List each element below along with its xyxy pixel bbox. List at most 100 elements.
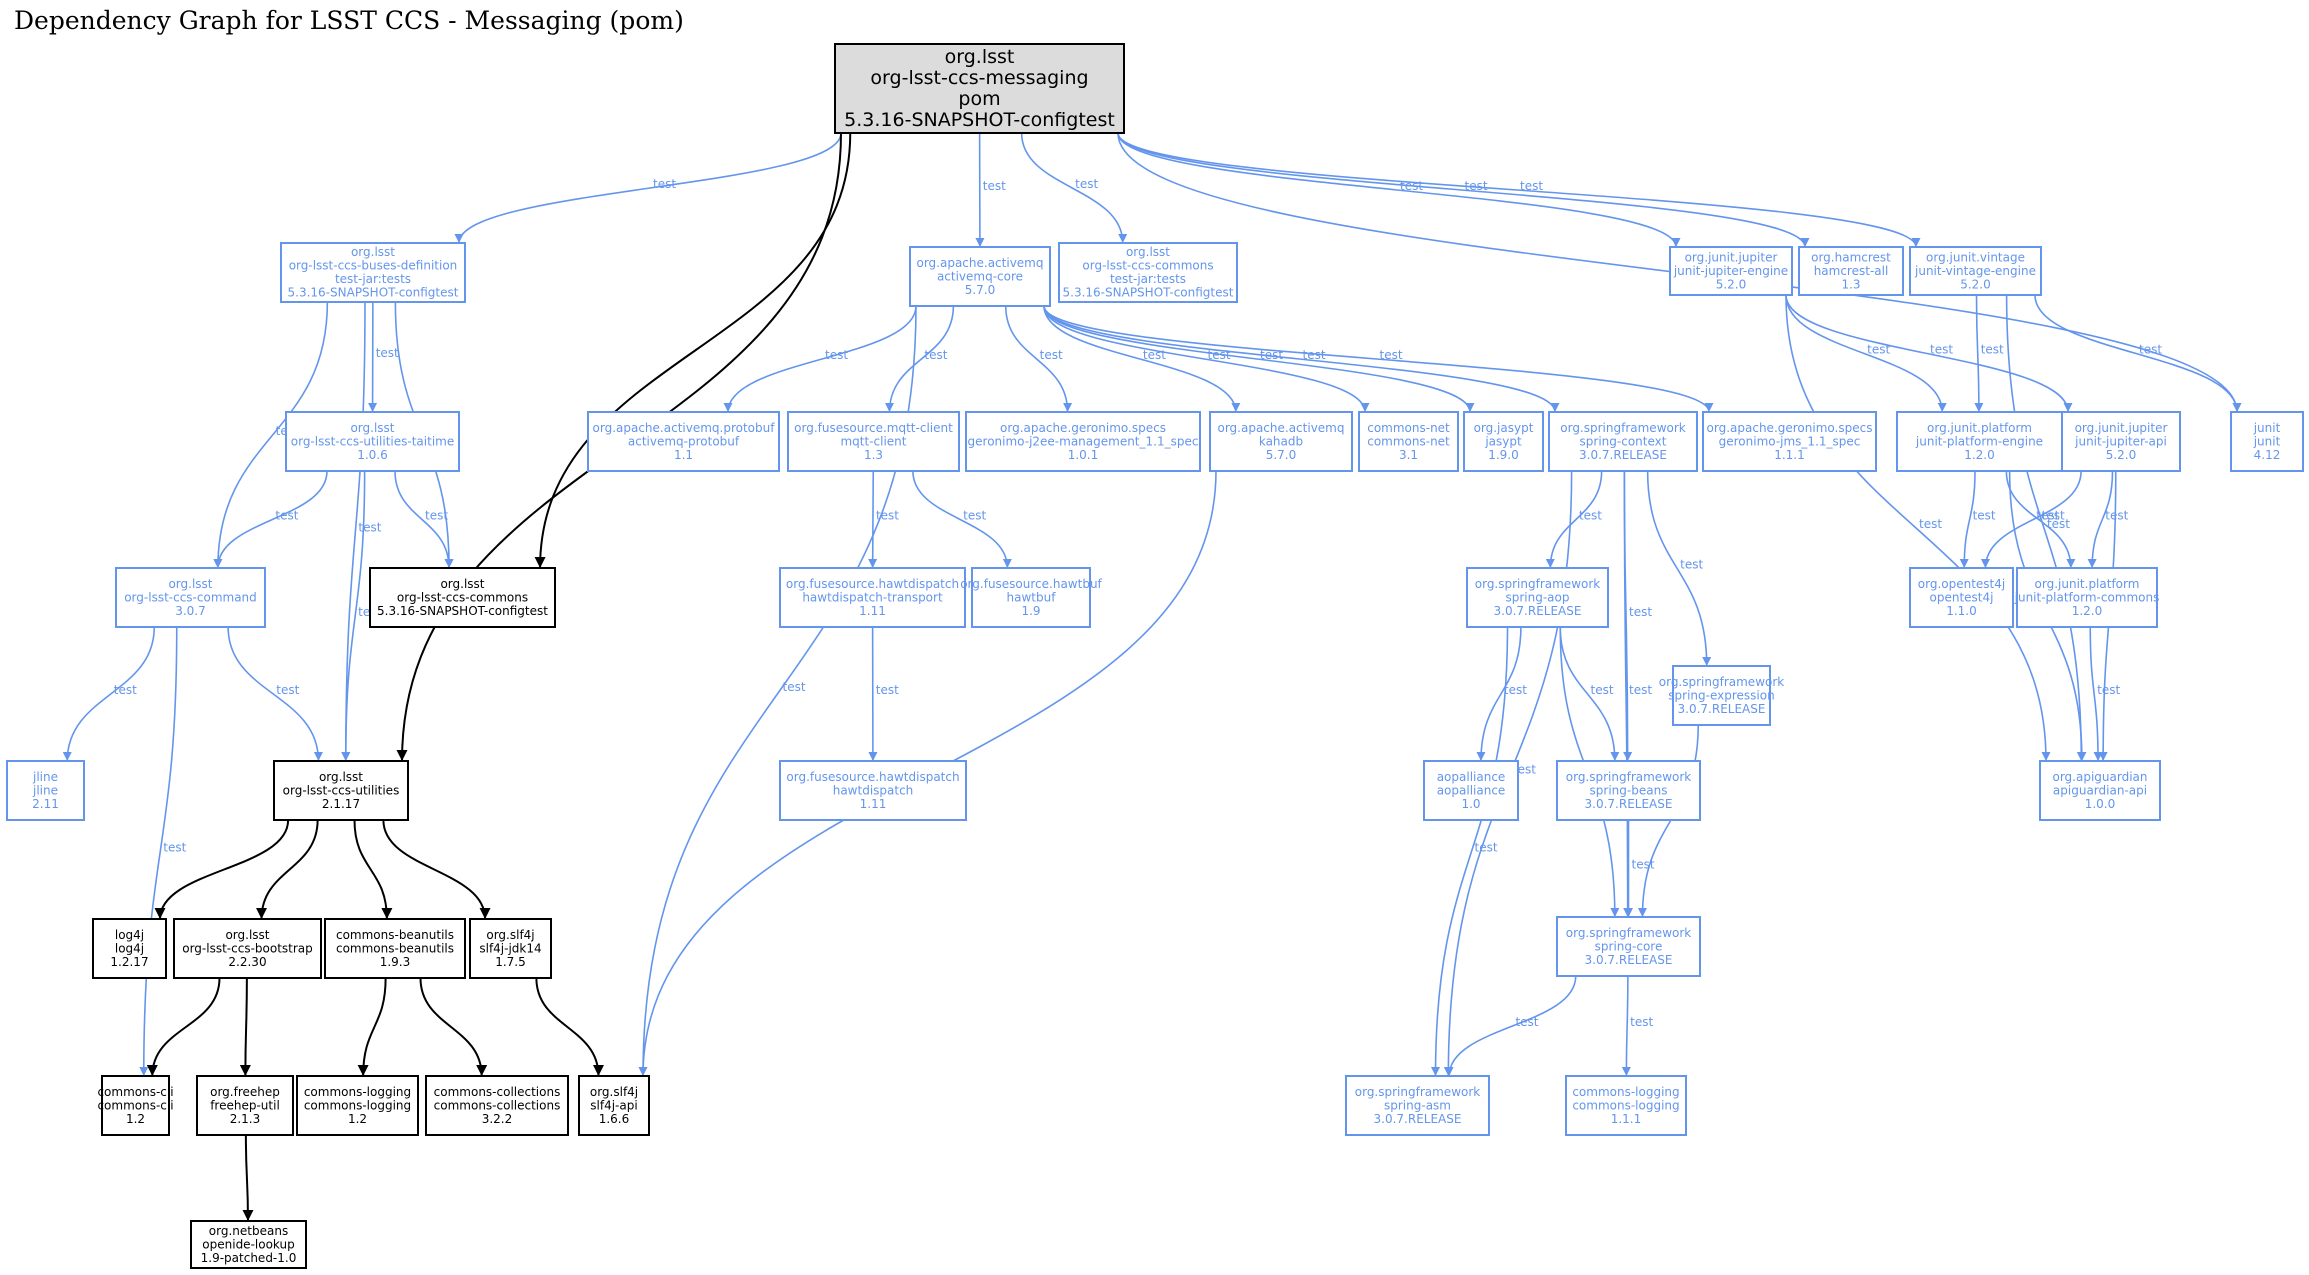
node-label-line: 5.7.0	[1266, 448, 1297, 462]
node-box	[273, 760, 409, 821]
edge-jupapi-to-opentest: test	[1980, 470, 2082, 569]
edge-bootstrap-to-freehep	[239, 977, 251, 1077]
node-vintage[interactable]: org.junit.vintagejunit-vintage-engine5.2…	[1909, 246, 2042, 296]
node-label-line: freehep-util	[210, 1098, 280, 1112]
node-sexpr[interactable]: org.springframeworkspring-expression3.0.…	[1659, 665, 1785, 726]
node-protobuf[interactable]: org.apache.activemq.protobufactivemq-pro…	[587, 411, 780, 472]
edge-label: test	[1680, 558, 1703, 572]
edge-label: test	[376, 346, 399, 360]
node-score[interactable]: org.springframeworkspring-core3.0.7.RELE…	[1556, 916, 1701, 977]
node-commonstests[interactable]: org.lsstorg-lsst-ccs-commonstest-jar:tes…	[1058, 242, 1238, 303]
node-label-line: org.fusesource.hawtdispatch	[786, 577, 959, 591]
edge-label: test	[2105, 509, 2128, 523]
node-label-line: org.springframework	[1355, 1085, 1481, 1099]
node-buses[interactable]: org.lsstorg-lsst-ccs-buses-definitiontes…	[280, 242, 466, 303]
node-hawtdispatch[interactable]: org.fusesource.hawtdispatchhawtdispatch1…	[779, 760, 967, 821]
node-label-line: 3.0.7.RELEASE	[1678, 702, 1766, 716]
node-jupengine[interactable]: org.junit.jupiterjunit-jupiter-engine5.2…	[1669, 246, 1793, 296]
node-label-line: org.junit.jupiter	[2075, 421, 2168, 435]
edge-label: test	[2139, 343, 2162, 357]
node-jms[interactable]: org.apache.geronimo.specsgeronimo-jms_1.…	[1702, 411, 1877, 472]
edge-line	[1004, 305, 1073, 413]
edge-sctx-to-sbeans: test	[1623, 470, 1652, 762]
edge-line	[213, 301, 329, 569]
edge-amqcore-to-jms: test	[1043, 305, 1714, 413]
node-pcommons[interactable]: org.junit.platformjunit-platform-commons…	[2014, 567, 2160, 628]
node-label-line: commons-net	[1367, 421, 1450, 435]
node-saop[interactable]: org.springframeworkspring-aop3.0.7.RELEA…	[1466, 567, 1609, 628]
node-label-line: org.hamcrest	[1811, 250, 1891, 264]
node-label-line: junit	[2253, 421, 2281, 435]
edge-root-to-amqcore: test	[975, 132, 1006, 248]
node-ccoll[interactable]: commons-collectionscommons-collections3.…	[425, 1075, 569, 1136]
edge-label: test	[1973, 509, 1996, 523]
edge-saop-to-aopalliance: test	[1476, 626, 1527, 762]
node-label-line: org.junit.vintage	[1926, 250, 2025, 264]
node-sasm[interactable]: org.springframeworkspring-asm3.0.7.RELEA…	[1345, 1075, 1490, 1136]
node-label-line: junit-vintage-engine	[1914, 264, 2036, 278]
edge-line	[1785, 294, 1947, 413]
node-pengine[interactable]: org.junit.platformjunit-platform-engine1…	[1896, 411, 2063, 472]
node-label-line: org.fusesource.mqtt-client	[794, 421, 953, 435]
node-root[interactable]: org.lsstorg-lsst-ccs-messagingpom5.3.16-…	[834, 43, 1125, 134]
edge-taitime-to-command: test	[213, 470, 328, 569]
edge-label: test	[963, 509, 986, 523]
node-label-line: org.lsst	[168, 577, 212, 591]
node-label-line: jline	[32, 783, 58, 797]
edge-line	[1117, 132, 1921, 248]
edge-taitime-to-commons: test	[394, 470, 454, 569]
node-label-line: org.apache.activemq.protobuf	[593, 421, 776, 435]
node-label-line: org.springframework	[1475, 577, 1601, 591]
edge-label: test	[114, 683, 137, 697]
node-label-line: opentest4j	[1930, 590, 1994, 604]
node-sctx[interactable]: org.springframeworkspring-context3.0.7.R…	[1548, 411, 1698, 472]
node-box	[115, 567, 266, 628]
node-sbeans[interactable]: org.springframeworkspring-beans3.0.7.REL…	[1556, 760, 1701, 821]
node-label-line: commons-collections	[434, 1085, 561, 1099]
node-label-line: commons-cli	[97, 1098, 173, 1112]
node-commons[interactable]: org.lsstorg-lsst-ccs-commons5.3.16-SNAPS…	[369, 567, 556, 628]
node-label-line: 1.2.0	[1964, 448, 1995, 462]
node-box	[834, 43, 1125, 134]
node-label-line: org.apache.geronimo.specs	[1707, 421, 1873, 435]
node-netbeans[interactable]: org.netbeansopenide-lookup1.9-patched-1.…	[190, 1220, 307, 1269]
node-box	[425, 1075, 569, 1136]
node-box	[92, 918, 167, 979]
node-j2ee[interactable]: org.apache.geronimo.specsgeronimo-j2ee-m…	[965, 411, 1201, 472]
node-label-line: 5.2.0	[1960, 277, 1991, 291]
node-label-line: 2.2.30	[228, 955, 266, 969]
edge-line	[535, 977, 604, 1077]
edge-label: test	[1040, 348, 1063, 362]
edge-command-to-jline: test	[62, 626, 156, 762]
node-label-line: 3.2.2	[482, 1112, 513, 1126]
node-taitime[interactable]: org.lsstorg-lsst-ccs-utilities-taitime1.…	[285, 411, 460, 472]
edge-command-to-utilities: test	[227, 626, 323, 762]
node-label-line: 3.1	[1399, 448, 1418, 462]
node-hdtrans[interactable]: org.fusesource.hawtdispatchhawtdispatch-…	[779, 567, 966, 628]
node-label-line: geronimo-j2ee-management_1.1_spec	[968, 434, 1199, 448]
